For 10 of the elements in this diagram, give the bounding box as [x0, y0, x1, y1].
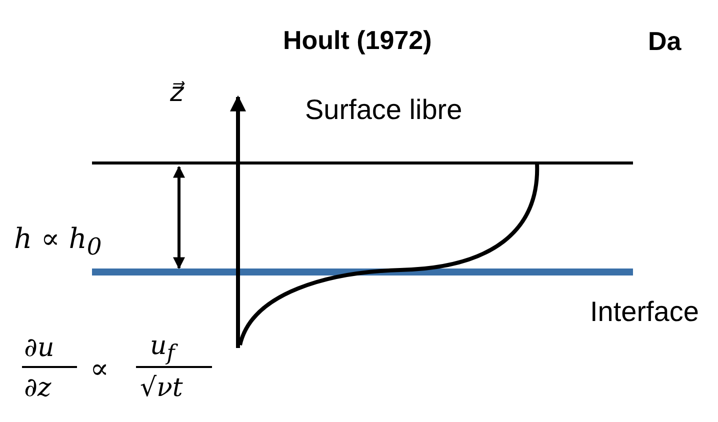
heading-fragment: Da — [648, 28, 682, 54]
numerator: ∂u — [24, 335, 54, 361]
height-formula: h ∝ h$_{0}$ — [14, 225, 102, 259]
proportional-sign: ∝ — [90, 355, 109, 383]
diagram-title: Hoult (1972) — [283, 27, 432, 53]
interface-label: Interface — [590, 298, 699, 326]
surface-label: Surface libre — [305, 96, 462, 124]
denominator: √νt — [140, 375, 183, 401]
axis-label: z⃗ — [170, 80, 184, 106]
denominator: ∂z — [24, 375, 52, 401]
